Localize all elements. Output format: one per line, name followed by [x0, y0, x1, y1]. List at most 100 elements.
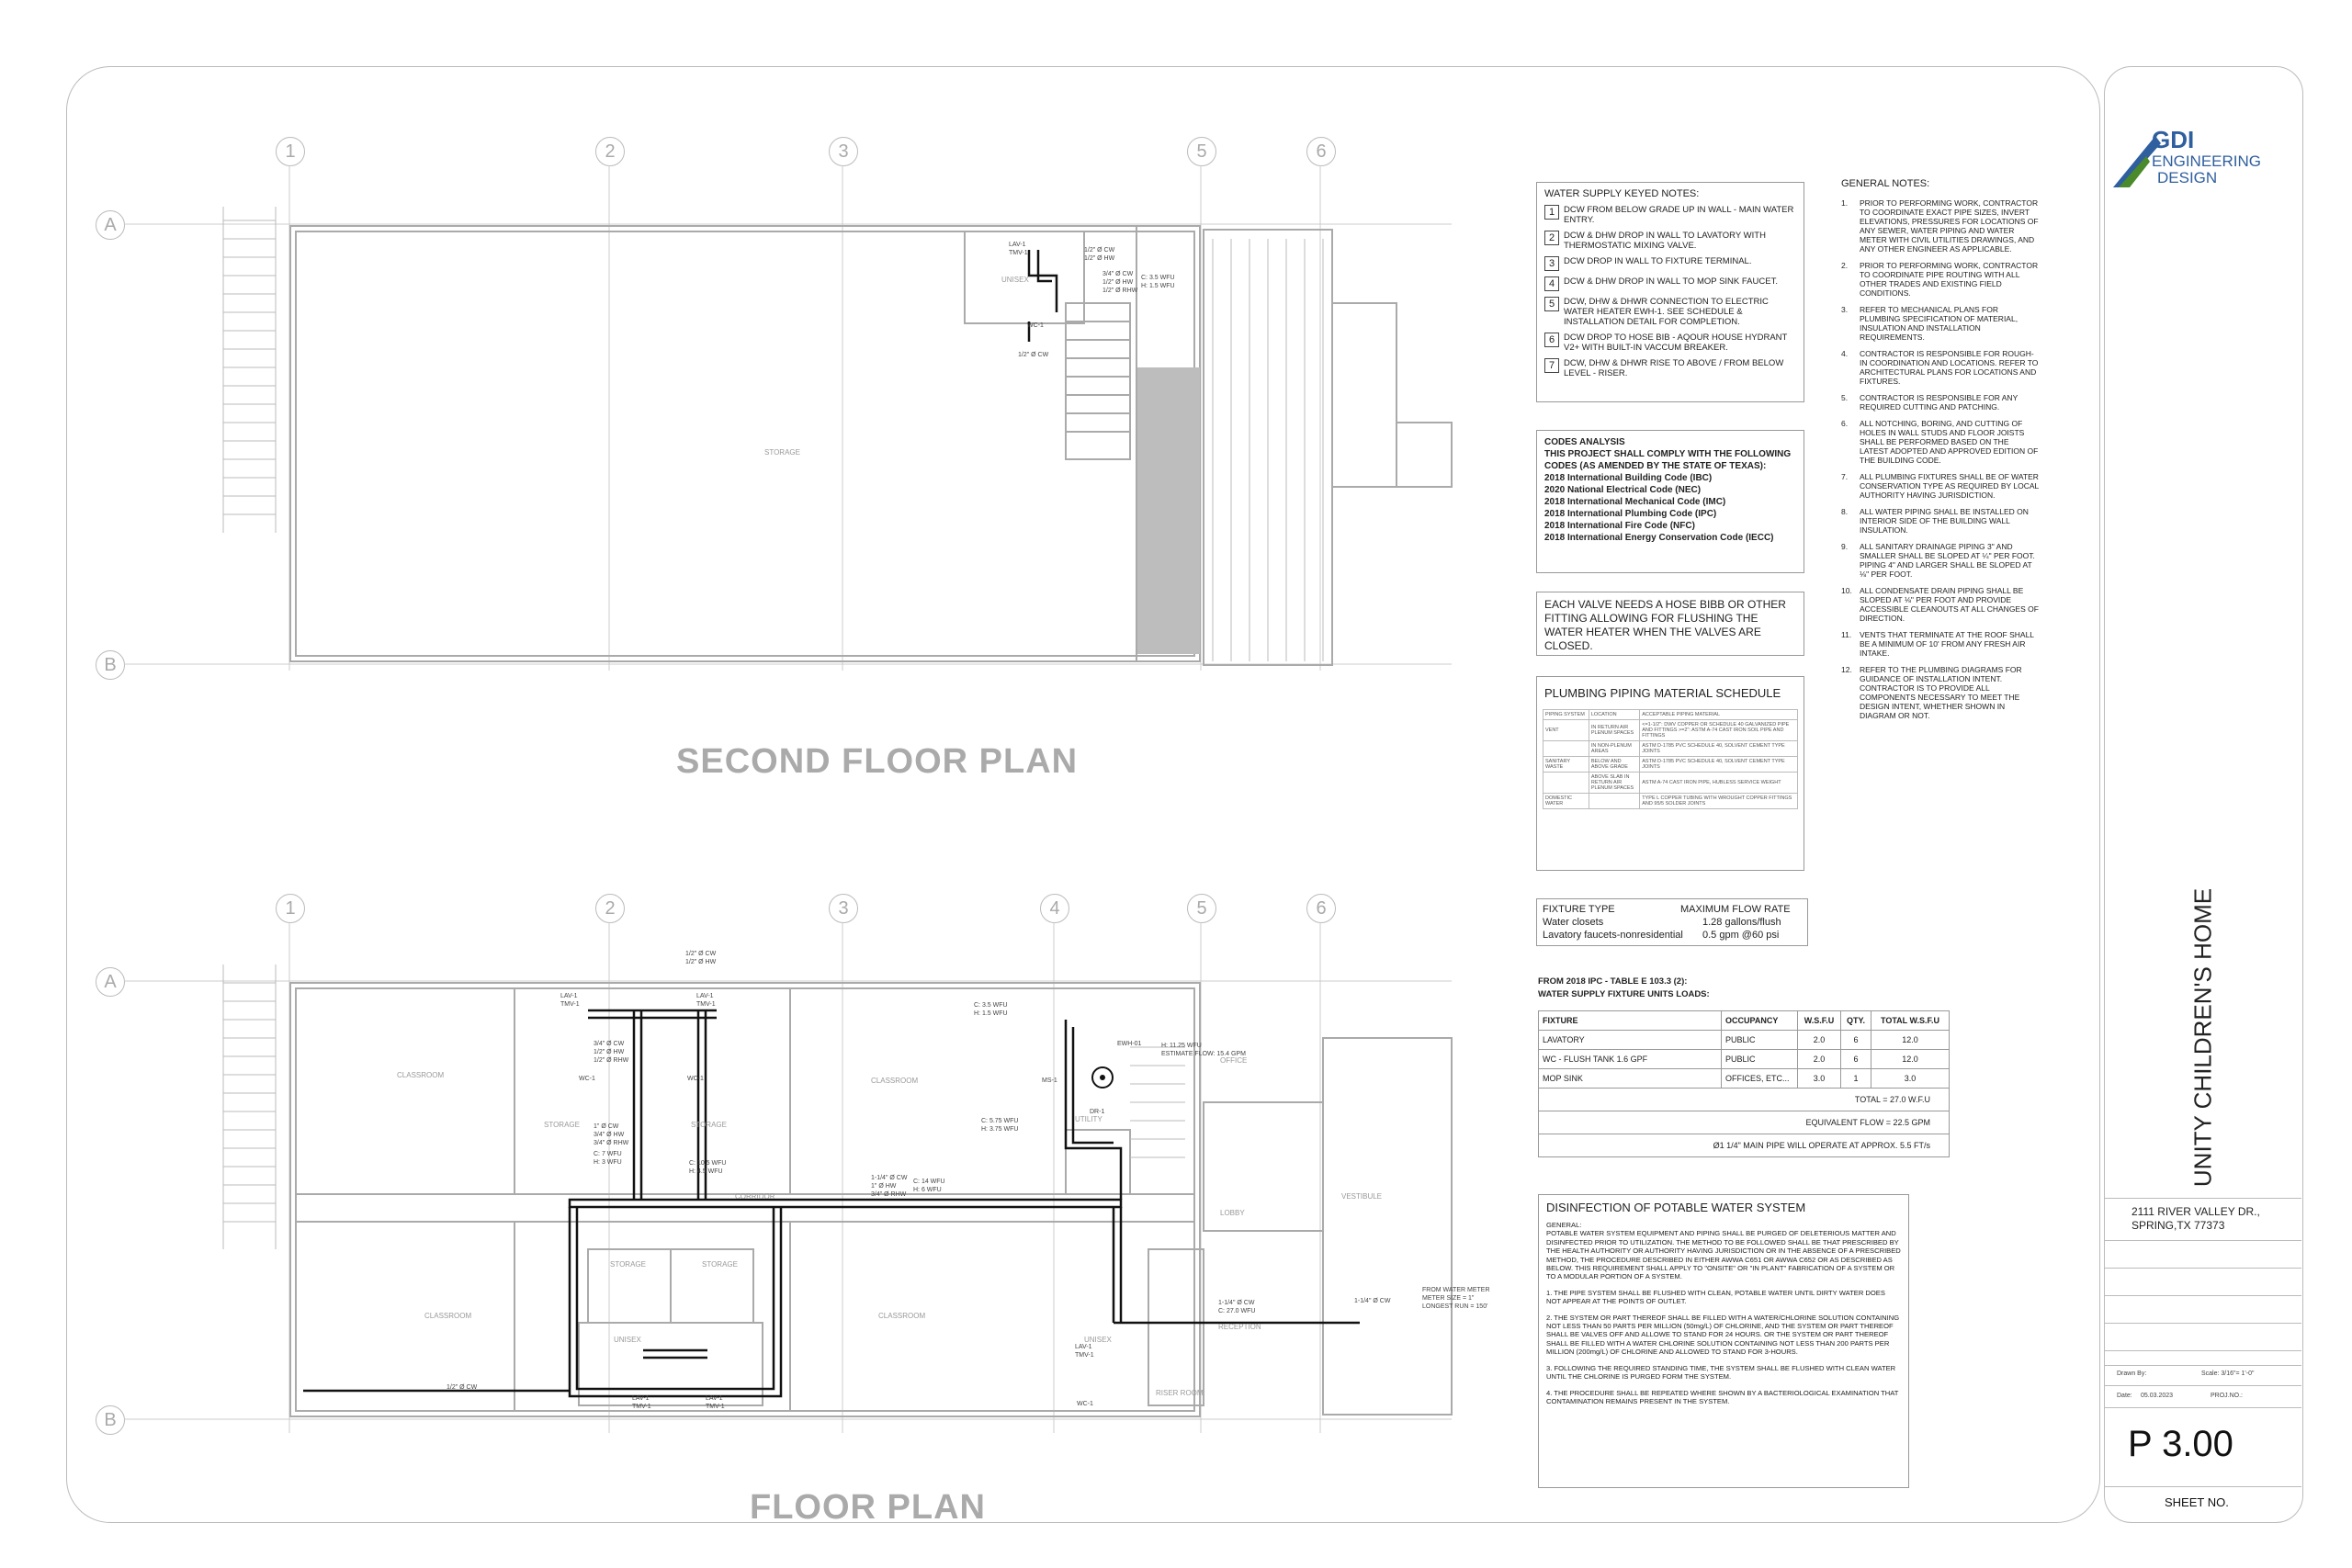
room-label-storage: STORAGE [610, 1260, 646, 1269]
shaft-fill [1137, 367, 1200, 654]
general-note-num: 3. [1841, 305, 1849, 314]
sheet-number: P 3.00 [2128, 1424, 2233, 1464]
second-floor-linework [124, 165, 1453, 671]
water-piping [303, 1009, 1360, 1398]
general-note: 10. ALL CONDENSATE DRAIN PIPING SHALL BE … [1841, 586, 2040, 623]
scale-label: Scale: 3/16"= 1'-0" [2201, 1371, 2255, 1377]
pipe-label: 1-1/4" Ø CW [1354, 1298, 1391, 1304]
room-label-vestibule: VESTIBULE [1341, 1192, 1383, 1201]
table-cell: OFFICES, ETC... [1721, 1068, 1798, 1089]
disinfection-paragraph: 2. THE SYSTEM OR PART THEREOF SHALL BE F… [1546, 1313, 1900, 1357]
general-note-num: 10. [1841, 586, 1852, 595]
table-cell: SANITARY WASTE [1543, 756, 1589, 773]
table-cell: 2.0 [1797, 1049, 1841, 1069]
drawing-border [66, 66, 2100, 1523]
room-label-storage: STORAGE [764, 448, 800, 457]
general-note-num: 2. [1841, 261, 1849, 270]
fixture-tag-wc: WC-1 [687, 1076, 704, 1082]
room-label-unisex: UNISEX [1084, 1336, 1112, 1344]
general-note: 4.CONTRACTOR IS RESPONSIBLE FOR ROUGH-IN… [1841, 349, 2040, 386]
address-line: 2111 RIVER VALLEY DR., [2132, 1205, 2260, 1218]
drawn-by-label: Drawn By: [2117, 1371, 2147, 1377]
company-logo: GDI ENGINEERING DESIGN [2109, 127, 2301, 200]
code-item: 2020 National Electrical Code (NEC) [1544, 485, 1702, 495]
code-item: 2018 International Building Code (IBC) [1544, 473, 1713, 483]
pipe-label: 1/2" Ø CW [1018, 352, 1049, 358]
disinfection-box: DISINFECTION OF POTABLE WATER SYSTEM GEN… [1538, 1194, 1909, 1488]
table-header: FIXTURE TYPE [1543, 904, 1615, 915]
table-cell: Water closets [1543, 917, 1604, 928]
general-note: 1. PRIOR TO PERFORMING WORK, CONTRACTOR T… [1841, 198, 2040, 254]
fixture-tag-lav: LAV-1 TMV-1 [696, 993, 716, 1008]
project-address: 2111 RIVER VALLEY DR., SPRING,TX 77373 [2132, 1205, 2260, 1233]
room-label-classroom: CLASSROOM [878, 1312, 926, 1320]
title-block-divider [2104, 1240, 2301, 1241]
grid-bubble-col: 1 [276, 137, 305, 166]
title-block-divider [2104, 1365, 2301, 1366]
pipe-label: 1" Ø CW 3/4" Ø HW 3/4" Ø RHW [594, 1123, 629, 1146]
room-label-riser-room: RISER ROOM [1156, 1389, 1204, 1397]
table-header: TOTAL W.S.F.U [1871, 1010, 1950, 1031]
table-cell: 6 [1840, 1030, 1871, 1050]
title-block-divider [2104, 1350, 2301, 1351]
sheet-number-label: SHEET NO. [2165, 1495, 2229, 1509]
date-value: 05.03.2023 [2141, 1393, 2174, 1399]
wsfu-equiv-row: EQUIVALENT FLOW = 22.5 GPM [1538, 1111, 1950, 1134]
pipe-label: C: 7 WFU H: 3 WFU [594, 1151, 622, 1166]
fixture-tag-wc: WC-1 [579, 1076, 595, 1082]
general-note-num: 11. [1841, 630, 1852, 639]
grid-bubble-row: B [96, 1405, 125, 1435]
fixture-tag-wc: WC-1 [1077, 1401, 1093, 1407]
room-label-unisex: UNISEX [614, 1336, 641, 1344]
table-cell: 0.5 gpm @60 psi [1702, 930, 1780, 941]
table-cell: Lavatory faucets-nonresidential [1543, 930, 1683, 941]
grid-bubble-col: 4 [1040, 894, 1069, 923]
logo-line1: ENGINEERING [2152, 152, 2262, 170]
general-note-text: ALL PLUMBING FIXTURES SHALL BE OF WATER … [1860, 472, 2039, 500]
room-label-classroom: CLASSROOM [397, 1071, 445, 1079]
room-label-unisex: UNISEX [1001, 276, 1029, 284]
general-note-text: ALL CONDENSATE DRAIN PIPING SHALL BE SLO… [1860, 586, 2039, 623]
general-note-text: REFER TO MECHANICAL PLANS FOR PLUMBING S… [1860, 305, 2018, 342]
logo-mark-icon [2113, 136, 2161, 187]
general-note-num: 4. [1841, 349, 1849, 358]
general-note: 8.ALL WATER PIPING SHALL BE INSTALLED ON… [1841, 507, 2040, 535]
table-cell: PUBLIC [1721, 1030, 1798, 1050]
table-header: FIXTURE [1538, 1010, 1722, 1031]
table-header-row: PIPING SYSTEM LOCATION ACCEPTABLE PIPING… [1543, 709, 1798, 720]
general-notes-title: GENERAL NOTES: [1841, 178, 1930, 189]
pipe-label: 1-1/4" Ø CW C: 27.0 WFU [1218, 1300, 1256, 1314]
table-cell [1543, 740, 1589, 757]
general-note-num: 1. [1841, 198, 1849, 208]
general-note: 12.REFER TO THE PLUMBING DIAGRAMS FOR GU… [1841, 665, 2040, 720]
table-header: ACCEPTABLE PIPING MATERIAL [1639, 709, 1798, 720]
fixture-tag-ewh: EWH-01 [1117, 1041, 1142, 1047]
codes-analysis-box: CODES ANALYSIS THIS PROJECT SHALL COMPLY… [1536, 430, 1804, 573]
disinfection-paragraph: POTABLE WATER SYSTEM EQUIPMENT AND PIPIN… [1546, 1229, 1901, 1281]
table-cell: VENT [1543, 719, 1589, 741]
table-header-row: FIXTURE OCCUPANCY W.S.F.U QTY. TOTAL W.S… [1538, 1010, 1950, 1031]
fixture-tag-drp: DR-1 [1090, 1109, 1105, 1115]
grid-bubble-col: 1 [276, 894, 305, 923]
pipe-label: 1/2" Ø CW 1/2" Ø HW [685, 951, 717, 965]
grid-bubble-col: 2 [595, 894, 625, 923]
grid-bubble-col: 3 [829, 894, 858, 923]
table-cell: MOP SINK [1538, 1068, 1722, 1089]
disinfection-paragraph: 4. THE PROCEDURE SHALL BE REPEATED WHERE… [1546, 1388, 1899, 1405]
keyed-note-text: DCW FROM BELOW GRADE UP IN WALL - MAIN W… [1564, 205, 1794, 225]
pipe-label: 3/4" Ø CW 1/2" Ø HW 1/2" Ø RHW [594, 1041, 629, 1064]
first-floor-linework [124, 922, 1453, 1433]
wsfu-table: FIXTURE OCCUPANCY W.S.F.U QTY. TOTAL W.S… [1538, 1010, 1950, 1157]
grid-bubble-col: 2 [595, 137, 625, 166]
logo-line2: DESIGN [2157, 169, 2218, 186]
keyed-note-num: 5 [1544, 297, 1559, 311]
table-cell: DOMESTIC WATER [1543, 793, 1589, 809]
general-note-text: PRIOR TO PERFORMING WORK, CONTRACTOR TO … [1860, 198, 2039, 254]
material-schedule-table: PIPING SYSTEM LOCATION ACCEPTABLE PIPING… [1543, 709, 1798, 809]
pipe-label: C: 5.75 WFU H: 3.75 WFU [981, 1118, 1019, 1133]
table-cell: IN NON-PLENUM AREAS [1588, 740, 1641, 757]
general-note: 3. REFER TO MECHANICAL PLANS FOR PLUMBING… [1841, 305, 2040, 342]
room-label-classroom: CLASSROOM [424, 1312, 472, 1320]
